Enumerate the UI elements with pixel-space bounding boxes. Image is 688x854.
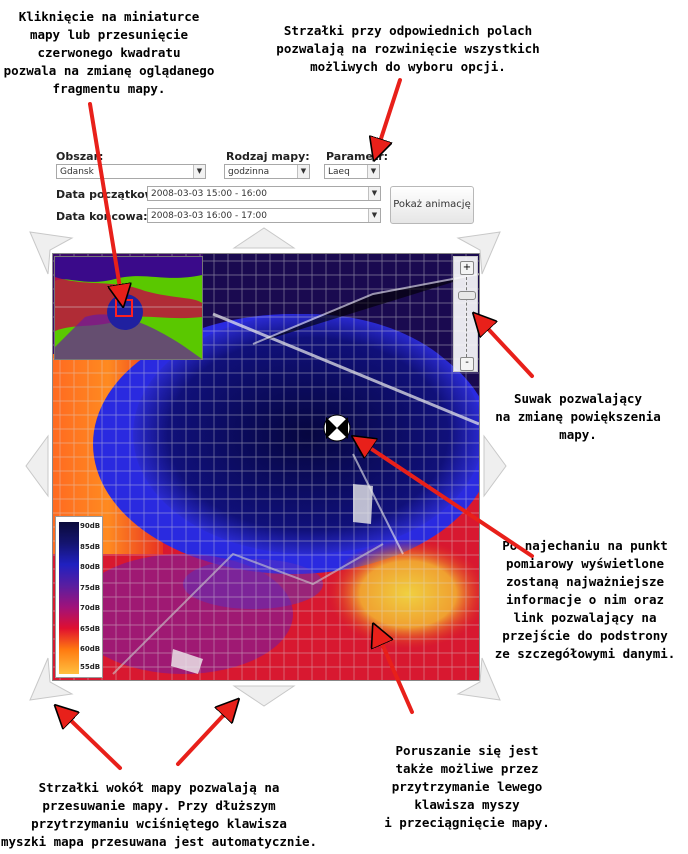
zoom-out-button[interactable]: - [460, 357, 474, 371]
annotation-drag: Poruszanie się jest także możliwe przez … [384, 743, 550, 830]
show-animation-button[interactable]: Pokaż animację [390, 186, 474, 224]
pan-right-arrow-icon[interactable] [482, 434, 508, 498]
pan-down-arrow-icon[interactable] [232, 684, 296, 708]
legend-label: 60dB [80, 645, 101, 653]
legend-label: 85dB [80, 543, 101, 551]
zoom-out-label: - [465, 357, 469, 368]
annotation-thumbnail: Kliknięcie na miniaturce mapy lub przesu… [3, 9, 215, 96]
pan-down-right-arrow-icon[interactable] [456, 656, 502, 702]
legend-label: 75dB [80, 584, 101, 592]
area-select-value: Gdansk [60, 167, 94, 177]
arrow-to-point [358, 440, 534, 558]
zoom-track[interactable] [466, 277, 468, 357]
show-animation-button-label: Pokaż animację [393, 199, 471, 210]
chevron-down-icon[interactable]: ▼ [367, 165, 379, 178]
legend-label: 70dB [80, 604, 101, 612]
annotation-zoom: Suwak pozwalający na zmianę powiększenia… [495, 391, 661, 442]
arrow-to-thumbnail [88, 102, 122, 300]
parameter-select-value: Laeq [328, 167, 350, 177]
chevron-down-icon[interactable]: ▼ [193, 165, 205, 178]
start-date-select-value: 2008-03-03 15:00 - 16:00 [151, 189, 268, 199]
measurement-point-icon[interactable] [323, 414, 351, 442]
legend-label: 55dB [80, 663, 101, 671]
arrow-to-left-bottom [60, 710, 122, 770]
end-date-select-value: 2008-03-03 16:00 - 17:00 [151, 211, 268, 221]
start-date-label: Data początkowa: [56, 188, 167, 201]
map-type-select[interactable]: godzinna ▼ [224, 164, 310, 179]
chevron-down-icon[interactable]: ▼ [297, 165, 309, 178]
end-date-select[interactable]: 2008-03-03 16:00 - 17:00 ▼ [147, 208, 381, 223]
area-label: Obszar: [56, 150, 104, 163]
noise-legend: 90dB 85dB 80dB 75dB 70dB 65dB 60dB 55dB [55, 516, 103, 678]
end-date-label: Data końcowa: [56, 210, 148, 223]
legend-label: 80dB [80, 563, 101, 571]
legend-color-bar [59, 522, 79, 674]
legend-label: 90dB [80, 522, 101, 530]
arrow-to-drag [376, 630, 414, 714]
arrow-to-dropdown [376, 78, 402, 154]
chevron-down-icon[interactable]: ▼ [368, 209, 380, 222]
pan-up-arrow-icon[interactable] [232, 226, 296, 250]
start-date-select[interactable]: 2008-03-03 15:00 - 16:00 ▼ [147, 186, 381, 201]
pan-left-arrow-icon[interactable] [24, 434, 50, 498]
zoom-handle[interactable] [458, 291, 476, 300]
pan-up-right-arrow-icon[interactable] [456, 230, 502, 276]
zoom-in-button[interactable]: + [460, 261, 474, 275]
parameter-select[interactable]: Laeq ▼ [324, 164, 380, 179]
annotation-pan: Strzałki wokół mapy pozwalają na przesuw… [0, 780, 318, 849]
arrow-to-bottom [176, 704, 234, 766]
arrow-to-zoom [478, 318, 534, 378]
zoom-in-label: + [462, 262, 472, 273]
legend-label: 65dB [80, 625, 101, 633]
pan-up-left-arrow-icon[interactable] [28, 230, 74, 276]
chevron-down-icon[interactable]: ▼ [368, 187, 380, 200]
annotation-dropdowns: Strzałki przy odpowiednich polach pozwal… [276, 23, 540, 74]
map-type-label: Rodzaj mapy: [226, 150, 310, 163]
map-type-select-value: godzinna [228, 167, 270, 177]
annotation-point: Po najechaniu na punkt pomiarowy wyświet… [494, 538, 676, 661]
pan-down-left-arrow-icon[interactable] [28, 656, 74, 702]
area-select[interactable]: Gdansk ▼ [56, 164, 206, 179]
